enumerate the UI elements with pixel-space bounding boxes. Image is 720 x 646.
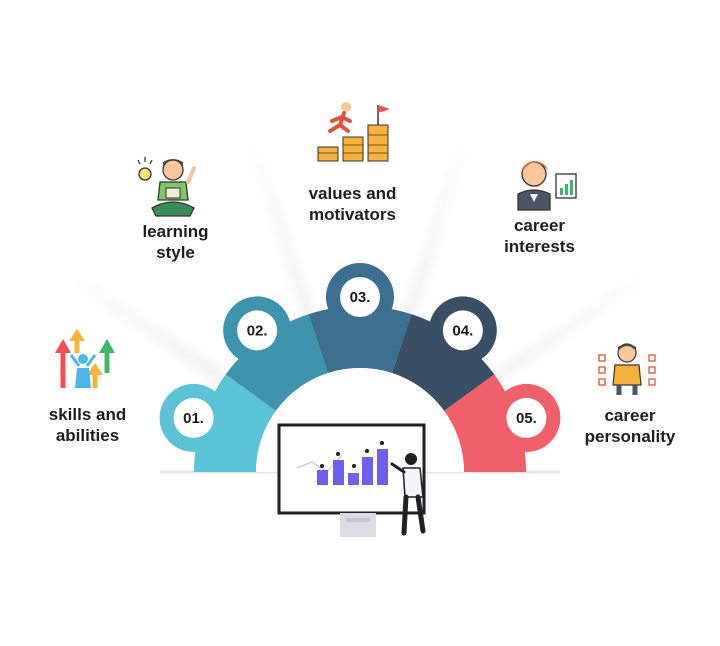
step-4-bubble-inner — [442, 310, 483, 351]
step-1-label: skills and abilities — [48, 405, 127, 445]
student-reading-icon — [137, 157, 196, 217]
step-2-number: 02. — [247, 322, 268, 339]
step-2-label: learning style — [142, 222, 209, 262]
step-2-bubble-inner — [237, 310, 278, 351]
presenter-chart-icon — [517, 161, 577, 211]
number-bubbles: 01. 02. 03. 04. 05. — [159, 263, 561, 452]
ring-segment-4 — [392, 314, 495, 411]
ring-segment-3 — [308, 306, 412, 374]
step-1-bubble-inner — [173, 397, 214, 438]
step-1-number: 01. — [183, 410, 204, 427]
ring-segment-2 — [225, 314, 328, 411]
step-5-label: career personality — [584, 406, 676, 446]
person-checklist-icon — [598, 343, 656, 395]
step-3-number: 03. — [350, 289, 371, 306]
step-3-label: values and motivators — [308, 184, 397, 224]
stairs-goal-flag-icon — [317, 102, 390, 162]
step-4-number: 04. — [452, 322, 473, 339]
step-4-label: career interests — [504, 216, 575, 256]
presenter-whiteboard-bar-chart-icon — [277, 423, 426, 537]
step-3-bubble-inner — [340, 277, 380, 317]
step-5-number: 05. — [516, 410, 537, 427]
arrows-growth-icon — [55, 329, 115, 388]
step-5-bubble-inner — [506, 397, 547, 438]
